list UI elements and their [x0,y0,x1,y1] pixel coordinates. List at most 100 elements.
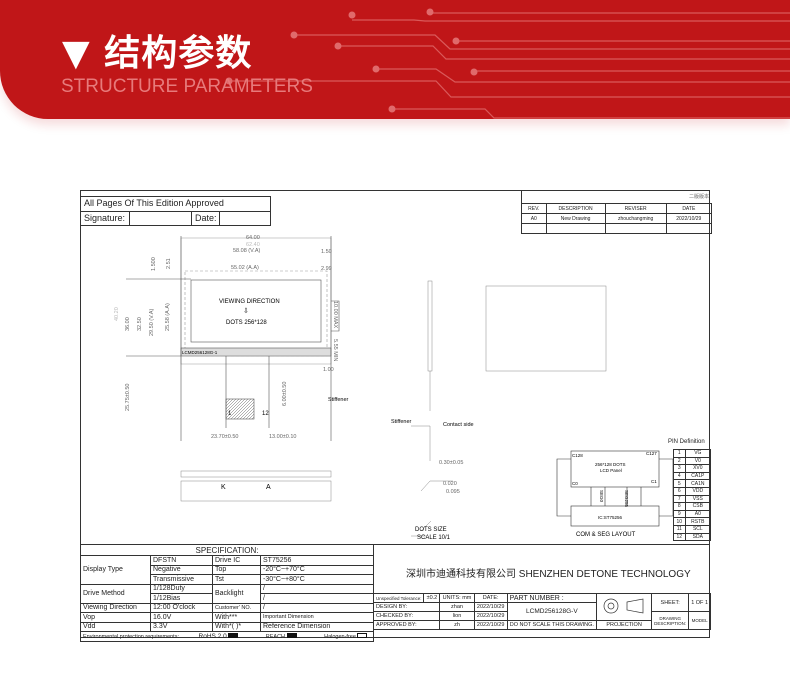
model-print: LCMD256128G-1 [182,350,218,355]
approval-text: All Pages Of This Edition Approved [84,198,224,208]
dim: 2.99 [321,266,332,272]
projection-symbol [596,593,653,621]
spec-label: With*( )* [212,621,261,632]
cell: 7 [673,494,686,504]
section-subtitle: STRUCTURE PARAMETERS [61,76,313,97]
spec-value: 1/128Duty [150,583,213,594]
dim: 25.75±0.50 [125,384,131,412]
dim: 6.00±0.50 [282,382,288,406]
cell: CSB [684,502,712,511]
ic-label: IC:ST75256 [598,515,623,520]
cell: A0 [684,509,712,519]
c1-label: C1 [651,479,657,484]
cell: 4 [673,471,686,481]
cell: 10 [673,517,686,526]
company-block: 深圳市迪通科技有限公司 SHENZHEN DETONE TECHNOLOGY [373,544,710,593]
spec-value: 1/12Bias [150,593,213,604]
sheet-label: SHEET: [651,593,690,612]
dots-size-label: DOTS SIZE [415,527,447,533]
dim: 23.70±0.50 [211,434,239,440]
no-scale-note: DO NOT SCALE THIS DRAWING. [506,620,598,630]
cell: 9 [673,509,686,519]
panel-dots: 256*128 DOTS [595,462,626,467]
approved-date: 2022/10/29 [473,620,508,630]
contact-side-label: Contact side [443,422,474,428]
design-label: DESIGN BY: [372,602,441,612]
cell: CA1N [684,479,712,488]
company-name: 深圳市迪通科技有限公司 SHENZHEN DETONE TECHNOLOGY [406,569,691,580]
pin-definition-title: PIN Definition [668,439,705,445]
spec-value: DFSTN [150,555,213,566]
env-label: Environmental protection requirements: [83,633,179,640]
tolerance-value: ±0.2 [423,593,441,603]
spec-value: / [260,602,374,613]
cell: 8 [673,502,686,511]
rohs-checkbox [228,632,239,638]
checked-by: lion [439,611,475,621]
drawing-description-label: DRAWING DESCRIPTION: [651,611,690,630]
spec-label: Display Type [80,555,151,585]
c128-label: C128 [572,453,583,458]
cell: CA1P [684,471,712,481]
spec-value: Important Dimension [260,612,374,623]
section-header: ▼ 结构参数 STRUCTURE PARAMETERS [0,0,790,119]
part-number-value: LCMD256128G-V [506,602,598,621]
spec-value: / [260,583,374,594]
spec-value: ST75256 [260,555,374,566]
cell: SDA [684,532,712,542]
spec-label: Customer' NO. [212,602,261,613]
spec-label: With*** [212,612,261,623]
dim: 1.00 [323,367,334,373]
spec-value: 16.0V [150,612,213,623]
spec-label: Tst [212,574,261,585]
date-label: Date: [195,213,217,223]
approval-box: All Pages Of This Edition Approved Signa… [81,196,271,226]
units-label: UNITS: mm [439,593,475,603]
cell: VG [684,449,712,458]
pin1-label: 1 [228,411,232,417]
signature-label: Signature: [84,213,126,223]
dim-width: 64.00 [246,235,260,241]
spec-label: Backlight [212,583,261,604]
spec-value: 3.3V [150,621,213,632]
dim-top-offset: 1.500 [151,257,157,271]
spec-label: Top [212,564,261,575]
halogen-label: Halogen-free [324,633,356,640]
checked-label: CHECKED BY: [372,611,441,621]
cell: VSS [684,494,712,504]
checked-date: 2022/10/29 [473,611,508,621]
pin12-label: 12 [262,411,269,417]
dim: 36.00 [125,317,131,331]
rohs-label: RoHS 2.0 [198,632,227,640]
dim-pitch: 0.30±0.05 [439,460,463,466]
circuit-decoration [225,8,790,119]
spec-value: 12:00 O'clock [150,602,213,613]
c0-label: C0 [572,481,578,486]
spec-value: Transmissive [150,574,213,585]
anode-label: A [266,484,271,491]
spec-label: Viewing Direction [80,602,151,613]
reach-checkbox [286,632,297,638]
dim: 0.020 [443,481,457,487]
cell: RSTB [684,517,712,526]
spec-title: SPECIFICATION: [80,544,374,556]
cell: 11 [673,524,686,534]
dim-va-width: 58.08 (V.A) [233,248,260,254]
cell: 12 [673,532,686,542]
model-label: MODEL [688,611,711,630]
cell: 2 [673,456,686,466]
approved-label: APPROVED BY: [372,620,441,630]
layout-title: COM & SEG LAYOUT [576,532,636,538]
spec-label: Drive Method [80,583,151,604]
